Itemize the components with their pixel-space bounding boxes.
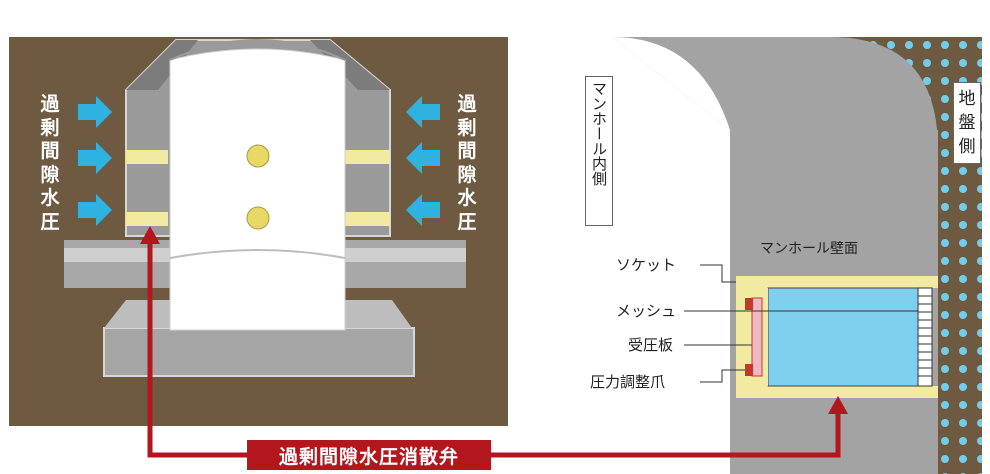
manhole-inside-label: マンホール内側 (585, 76, 613, 226)
pressure-arrow-icon (78, 194, 112, 226)
seal-band (345, 212, 390, 226)
seal-band (126, 150, 168, 164)
socket-label: ソケット (616, 256, 677, 274)
ring-top-left (126, 40, 198, 90)
seal-band (126, 212, 168, 226)
pressure-plate-label: 受圧板 (628, 336, 674, 354)
socket-top (736, 276, 938, 288)
valve-leader (147, 236, 247, 458)
red-claw (745, 298, 753, 310)
adjust-claw-label: 圧力調整爪 (590, 373, 666, 391)
pressure-plate (751, 297, 763, 377)
valve-circle (246, 206, 270, 230)
pressure-label-left: 過 剰 間 隙 水 圧 (40, 93, 60, 233)
valve-title-banner: 過剰間隙水圧消散弁 (247, 440, 491, 470)
pressure-arrow-icon (406, 142, 440, 174)
manhole-wall-label: マンホール壁面 (760, 241, 858, 257)
manhole-wall-curve (612, 37, 730, 130)
pressure-arrow-icon (78, 96, 112, 128)
cylinder-bottom-curve (169, 249, 346, 259)
inner-cylinder (169, 48, 346, 331)
ring-top-right (310, 40, 390, 90)
mesh-label: メッシュ (616, 302, 677, 320)
pressure-arrow-icon (406, 96, 440, 128)
leader-socket (700, 264, 736, 283)
valve-circle (246, 144, 270, 168)
pressure-arrow-icon (78, 142, 112, 174)
ground-side-label: 地 盤 側 (953, 82, 981, 164)
socket-bottom (736, 386, 938, 398)
water-chamber (767, 287, 919, 387)
arrow-head-up-icon (828, 396, 848, 414)
pressure-arrow-icon (406, 194, 440, 226)
base-slab (103, 327, 415, 377)
mesh (917, 287, 933, 387)
valve-leader (491, 412, 841, 458)
arrow-head-up-icon (140, 226, 160, 244)
leader-claw (700, 369, 745, 383)
red-claw (745, 364, 753, 376)
pressure-label-right: 過 剰 間 隙 水 圧 (457, 93, 477, 233)
cylinder-top-curve (169, 39, 346, 61)
seal-band (345, 150, 390, 164)
